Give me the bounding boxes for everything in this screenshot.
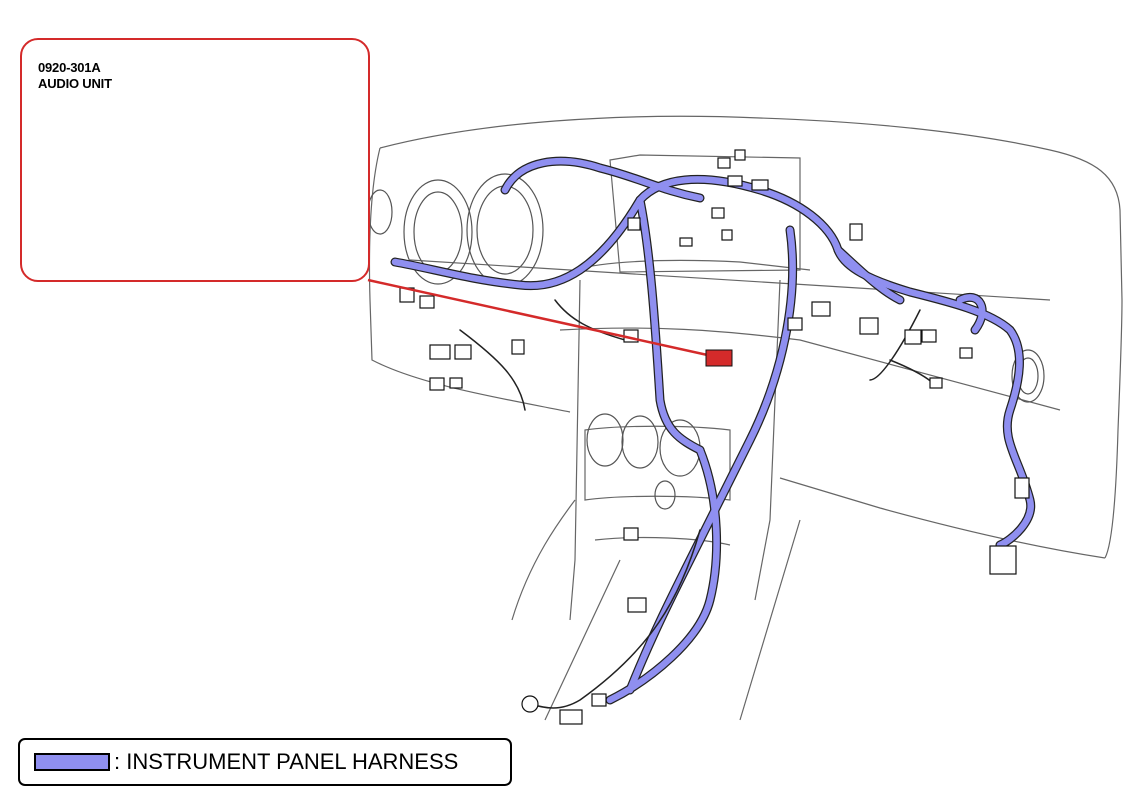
- connector-callout: 0920-301A AUDIO UNIT: [20, 38, 370, 282]
- legend-swatch: [34, 753, 110, 771]
- audio-unit-connector-highlight: [705, 349, 733, 367]
- connector-id: 0920-301A: [38, 60, 101, 75]
- legend: : INSTRUMENT PANEL HARNESS: [18, 738, 512, 786]
- callout-leader: [367, 278, 733, 367]
- harness-connectors: [399, 149, 1030, 725]
- legend-label: : INSTRUMENT PANEL HARNESS: [114, 749, 459, 774]
- instrument-panel-harness: [390, 156, 1036, 709]
- connector-name: AUDIO UNIT: [38, 76, 112, 91]
